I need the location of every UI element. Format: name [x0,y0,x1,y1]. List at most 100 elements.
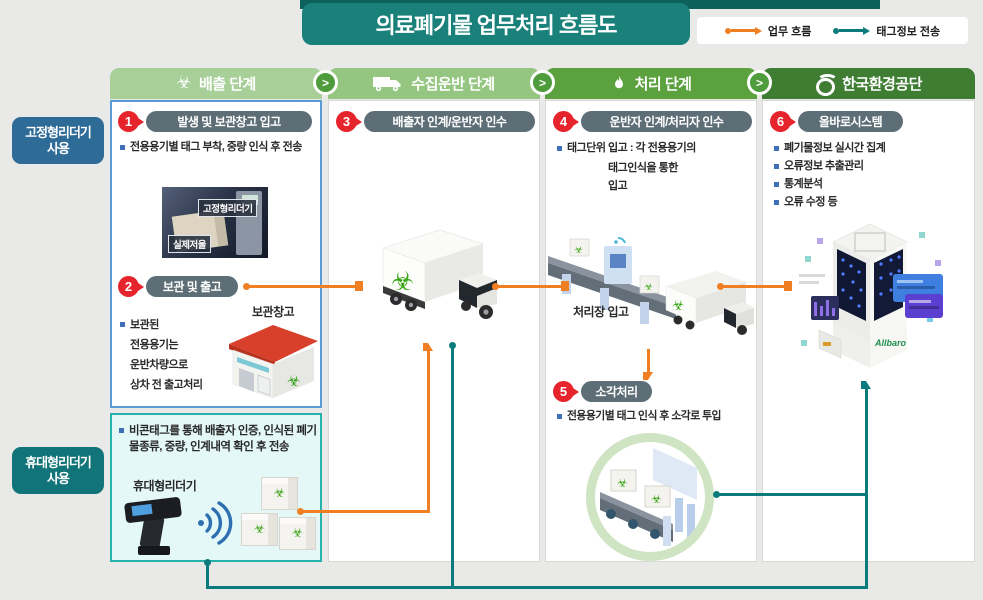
biohazard-icon: ☣ [253,522,266,537]
legend: 업무 흐름 태그정보 전송 [697,17,968,44]
bullet-square-icon [774,145,779,151]
flow-arrowhead [643,372,653,380]
biohazard-icon: ☣ [391,267,414,297]
flow-arrowhead [784,281,792,291]
warehouse-illustration: ☣ [229,325,318,399]
photo-scale-label: 실제저울 [168,235,211,253]
portable-reader-line2: 사용 [47,470,70,486]
biohazard-icon: ☣ [291,526,304,541]
biohazard-icon: ☣ [617,476,628,490]
reader-base-shape [138,546,170,555]
step-4-line3: 입고 [608,180,628,192]
step-1-pill: 발생 및 보관창고 입고 [146,111,312,132]
step-5-pill: 소각처리 [581,381,652,402]
bullet-square-icon [120,144,125,150]
conveyor-box: ☣ [644,485,671,508]
transport-truck-illustration: ☣ [382,229,497,319]
legend-work-flow-label: 업무 흐름 [767,25,812,38]
step-5-bullet: 전용용기별 태그 인식 후 소각로 투입 [557,409,757,424]
bullet-square-icon [774,181,779,187]
header-discharge-label: 배출 단계 [198,76,256,93]
bullet-square-icon [557,145,562,151]
step-4-bullet: 태그단위 입고 : 각 전용용기의 [557,141,753,156]
warehouse-label: 보관창고 [252,305,295,319]
chevron-icon-2: > [530,70,555,95]
biohazard-icon: ☣ [287,372,300,390]
fixed-reader-side-label: 고정형리더기 사용 [12,117,104,164]
portable-bullet: 비콘태그를 통해 배출자 인증, 인식된 폐기물종류, 중량, 인계내역 확인 … [119,423,317,455]
flow-arrowhead [561,281,569,291]
page-title: 의료폐기물 업무처리 흐름도 [302,3,690,45]
step-5-bullet-text: 전용용기별 태그 인식 후 소각로 투입 [567,410,722,422]
biohazard-icon: ☣ [574,245,583,256]
flow-line-plant-keco [720,285,785,288]
conveyor-intake-illustration: ☣ ☣ ☣ [548,237,754,335]
keco-bullet-2-text: 오류정보 추출관리 [784,160,864,172]
keco-bullet-4-text: 오류 수정 등 [784,196,838,208]
portable-bullet-text: 비콘태그를 통해 배출자 인증, 인식된 폐기물종류, 중량, 인계내역 확인 … [129,425,317,453]
step-5-badge: 5 [553,381,579,402]
step-3-pill: 배출자 인계/운반자 인수 [364,111,535,132]
transport-panel [328,100,540,562]
waste-boxes-illustration: ☣ ☣ ☣ [237,477,321,562]
keco-bullet-3: 통계분석 [774,177,970,192]
tag-line-incinerator [716,493,868,496]
keco-bullet-4: 오류 수정 등 [774,195,970,210]
step-2-pill: 보관 및 출고 [146,276,238,297]
portable-device-label: 휴대형리더기 [133,479,197,493]
keco-bullet-3-text: 통계분석 [784,178,823,190]
waste-box: ☣ [279,517,316,550]
bullet-square-icon [557,413,562,419]
flow-line-truck-plant [495,285,562,288]
header-transport-label: 수집운반 단계 [411,76,495,93]
allbaro-server-illustration: Allbaro [799,223,943,368]
conveyor-box: ☣ [639,275,660,294]
incinerator-illustration: ☣ ☣ [586,433,714,561]
truck-icon [373,77,401,92]
biohazard-icon: ☣ [644,282,653,293]
biohazard-icon: ☣ [176,73,191,93]
step-6-badge: 6 [770,111,796,132]
step-2-badge: 2 [118,276,144,297]
step-2-bullet-text: 보관된 전용용기는 운반차량으로 상차 전 출고처리 [130,319,203,391]
waste-box: ☣ [261,477,298,510]
step-4-line1: 태그단위 입고 : 각 전용용기의 [567,142,696,154]
conveyor-box: ☣ [569,238,590,257]
conveyor-box: ☣ [610,469,637,492]
flow-line-s2-truck [246,285,356,288]
tag-line-truck-down [451,345,454,589]
incinerator-scene: ☣ ☣ [600,448,697,546]
flow-line-portable-v [427,351,430,513]
flow-line-plant-incinerator [647,349,650,373]
biohazard-icon: ☣ [672,298,685,314]
bullet-square-icon [120,322,125,327]
keco-bullet-1: 폐기물정보 실시간 집계 [774,141,970,156]
header-treatment: 처리 단계 [545,68,757,99]
tag-line-bottom-bus [206,586,868,589]
wifi-waves-icon [198,501,233,545]
step-6-pill: 올바로시스템 [798,111,903,132]
keco-bullet-1-text: 폐기물정보 실시간 집계 [784,142,886,154]
bullet-square-icon [119,428,124,433]
plant-intake-label: 처리장 입고 [573,305,629,319]
biohazard-icon: ☣ [651,492,662,506]
tag-line-up-server [865,389,868,589]
fixed-reader-line1: 고정형리더기 [25,124,92,140]
step-1-bullet: 전용용기별 태그 부착, 중량 인식 후 전송 [120,140,314,155]
step-2-bullet: 보관된 전용용기는 운반차량으로 상차 전 출고처리 [120,315,228,395]
portable-reader-line1: 휴대형리더기 [25,454,92,470]
step-4-line2: 태그인식을 통한 [608,162,678,174]
step-4-badge: 4 [553,111,579,132]
keco-bullet-2: 오류정보 추출관리 [774,159,970,174]
header-transport: 수집운반 단계 [328,68,540,99]
keco-logo-icon [815,74,839,96]
tag-arrowhead-server [861,381,871,389]
chevron-icon-3: > [747,70,772,95]
flow-line-portable-h [300,510,430,513]
fixed-reader-line2: 사용 [47,140,70,156]
step-1-badge: 1 [118,111,144,132]
header-keco: 한국환경공단 [762,68,975,99]
teal-arrow-icon [833,26,871,35]
step-3-badge: 3 [336,111,362,132]
